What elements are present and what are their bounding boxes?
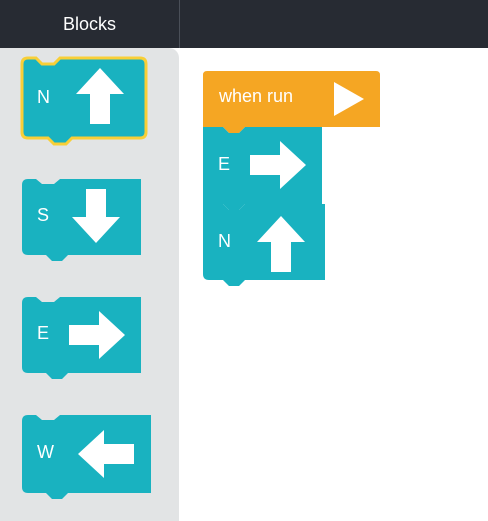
play-triangle-icon	[334, 82, 364, 116]
arrow-left-icon	[78, 430, 134, 478]
arrow-right-icon	[250, 141, 306, 189]
toolbox-block-east[interactable]: E	[22, 297, 141, 379]
block-shape	[203, 204, 325, 286]
block-label: E	[37, 323, 50, 343]
arrow-up-icon	[76, 68, 124, 124]
workspace-block-east[interactable]: E	[203, 127, 322, 210]
block-label: W	[37, 442, 54, 462]
block-label: when run	[219, 86, 294, 106]
arrow-up-icon	[257, 216, 305, 272]
header-divider	[179, 0, 180, 48]
toolbox-title: Blocks	[62, 14, 116, 34]
toolbox-block-south[interactable]: S	[22, 179, 141, 261]
block-label: E	[218, 154, 231, 174]
arrow-down-icon	[72, 189, 120, 243]
arrow-right-icon	[69, 311, 125, 359]
block-label: N	[218, 231, 231, 251]
header-bar: Blocks	[0, 0, 488, 48]
when-run-block[interactable]: when run	[203, 71, 380, 133]
block-shape	[20, 56, 148, 146]
toolbox-block-west[interactable]: W	[22, 415, 151, 499]
block-label: S	[37, 205, 50, 225]
workspace-block-north[interactable]: N	[203, 204, 325, 286]
toolbox-block-north[interactable]: N	[20, 56, 148, 146]
block-label: N	[37, 87, 50, 107]
